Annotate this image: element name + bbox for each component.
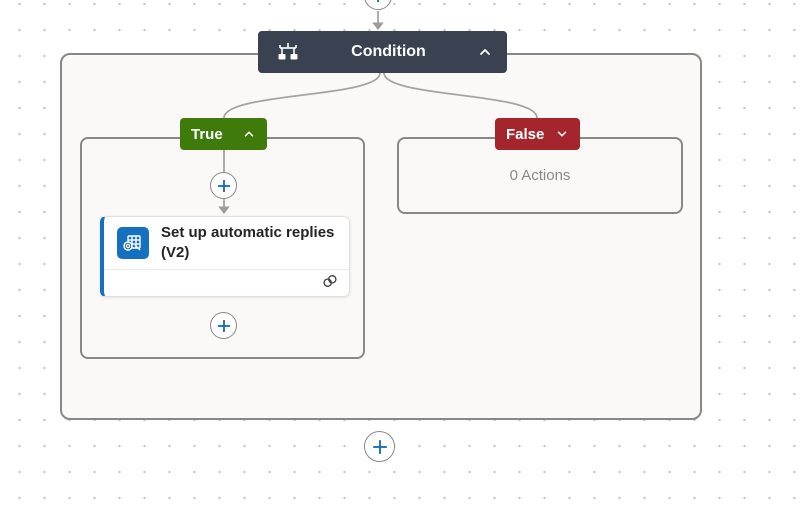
chevron-up-icon [242, 127, 256, 141]
action-card-title: Set up automatic replies (V2) [161, 224, 335, 261]
true-branch-badge[interactable]: True [180, 118, 267, 150]
plus-icon [377, 0, 379, 2]
false-branch-empty-label: 0 Actions [509, 167, 571, 184]
chevron-down-icon [555, 127, 569, 141]
true-branch-label: True [191, 125, 223, 143]
outlook-icon [117, 227, 149, 259]
insert-step-button-true-after[interactable] [210, 312, 237, 339]
condition-node-title: Condition [351, 43, 426, 60]
plus-icon [217, 319, 230, 332]
false-branch-label: False [506, 125, 545, 143]
chevron-up-icon [477, 44, 493, 60]
condition-node[interactable]: Condition [258, 31, 507, 73]
action-card-footer [104, 269, 349, 296]
insert-step-button-top[interactable] [364, 0, 392, 10]
condition-icon [276, 40, 300, 64]
action-card-set-up-automatic-replies[interactable]: Set up automatic replies (V2) [100, 216, 350, 297]
link-icon [321, 274, 339, 293]
plus-icon [217, 179, 230, 192]
insert-step-button-true-before[interactable] [210, 172, 237, 199]
false-branch-badge[interactable]: False [495, 118, 580, 150]
insert-step-button-bottom[interactable] [364, 431, 395, 462]
action-card-header: Set up automatic replies (V2) [104, 217, 349, 269]
plus-icon [372, 439, 387, 454]
